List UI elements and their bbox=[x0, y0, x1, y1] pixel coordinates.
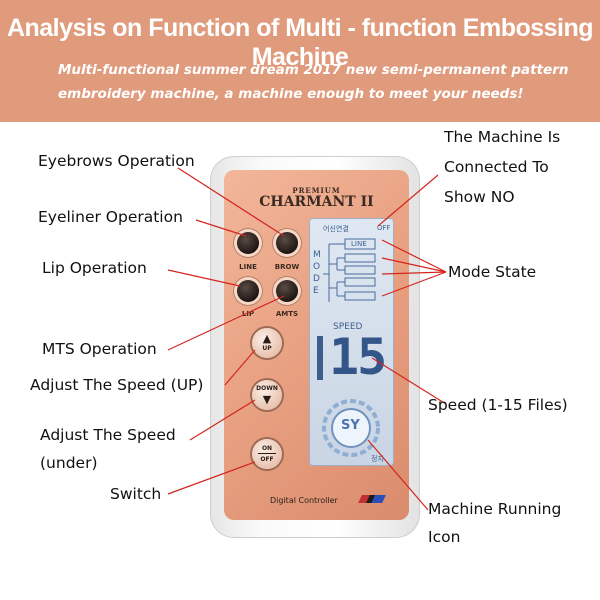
brow-button-label: BROW bbox=[274, 263, 300, 271]
triangle-down-icon: ▼ bbox=[262, 393, 272, 406]
lcd-screen: 어신연결 OFF M O D E LINE SPEED 15 SY 정지 bbox=[309, 218, 394, 466]
lcd-mode-letter: D bbox=[313, 274, 320, 284]
brand-name: CHARMANT II bbox=[259, 194, 374, 210]
label-speed-up: Adjust The Speed (UP) bbox=[30, 376, 204, 394]
lcd-logo: SY bbox=[341, 418, 360, 433]
amts-button[interactable] bbox=[276, 280, 298, 302]
label-mts-operation: MTS Operation bbox=[42, 340, 157, 358]
mode-tree-icon bbox=[323, 238, 376, 302]
running-icon bbox=[322, 399, 380, 457]
switch-divider bbox=[258, 453, 276, 454]
label-speed-down-line-1: Adjust The Speed bbox=[40, 426, 176, 444]
flag-icon bbox=[358, 495, 386, 503]
banner-subtitle: Multi-functional summer dream 2017 new s… bbox=[58, 58, 578, 106]
label-speed-range: Speed (1-15 Files) bbox=[428, 396, 568, 414]
banner-subtitle-line-1: Multi-functional summer dream 2017 new s… bbox=[58, 62, 569, 78]
label-running-line-2: Icon bbox=[428, 528, 461, 546]
lcd-connect-state: OFF bbox=[377, 224, 391, 232]
lcd-mode-letter: M bbox=[313, 250, 321, 260]
brand-premium: PREMIUM bbox=[292, 186, 341, 195]
label-eyeliner-operation: Eyeliner Operation bbox=[38, 208, 183, 226]
speed-bar-icon bbox=[317, 336, 323, 380]
label-switch: Switch bbox=[110, 485, 162, 503]
label-connected-line-1: The Machine Is bbox=[444, 128, 561, 146]
line-button[interactable] bbox=[237, 232, 259, 254]
line-button-label: LINE bbox=[239, 263, 257, 271]
amts-button-label: AMTS bbox=[275, 310, 299, 318]
label-running-line-1: Machine Running bbox=[428, 500, 562, 518]
lcd-active-mode: LINE bbox=[351, 240, 367, 248]
label-eyebrows-operation: Eyebrows Operation bbox=[38, 152, 195, 170]
off-label: OFF bbox=[260, 456, 274, 463]
lcd-mode-letter: E bbox=[313, 286, 319, 296]
digital-controller-label: Digital Controller bbox=[270, 496, 338, 505]
label-mode-state: Mode State bbox=[448, 263, 537, 281]
power-switch-button[interactable]: ON OFF bbox=[252, 439, 282, 469]
banner-title: Analysis on Function of Multi - function… bbox=[6, 14, 594, 71]
speed-up-button[interactable]: ▲ UP bbox=[252, 328, 282, 358]
lip-button[interactable] bbox=[237, 280, 259, 302]
label-connected-line-2: Connected To bbox=[444, 158, 549, 176]
down-label: DOWN bbox=[256, 385, 278, 392]
lcd-connect-text: 어신연결 bbox=[323, 225, 349, 233]
lcd-speed-label: SPEED bbox=[333, 322, 363, 332]
brow-button[interactable] bbox=[276, 232, 298, 254]
on-label: ON bbox=[261, 445, 273, 452]
speed-down-button[interactable]: DOWN ▼ bbox=[252, 380, 282, 410]
label-connected-line-3: Show NO bbox=[444, 188, 515, 206]
up-label: UP bbox=[262, 345, 272, 352]
label-speed-down-line-2: (under) bbox=[40, 454, 98, 472]
lip-button-label: LIP bbox=[241, 310, 255, 318]
triangle-up-icon: ▲ bbox=[262, 332, 272, 345]
lcd-speed-value: 15 bbox=[329, 328, 387, 386]
banner-subtitle-line-2: embroidery machine, a machine enough to … bbox=[58, 86, 524, 102]
lcd-mode-letter: O bbox=[313, 262, 321, 272]
header-banner: Analysis on Function of Multi - function… bbox=[0, 0, 600, 122]
lcd-stop: 정지 bbox=[371, 455, 384, 463]
label-lip-operation: Lip Operation bbox=[42, 259, 147, 277]
